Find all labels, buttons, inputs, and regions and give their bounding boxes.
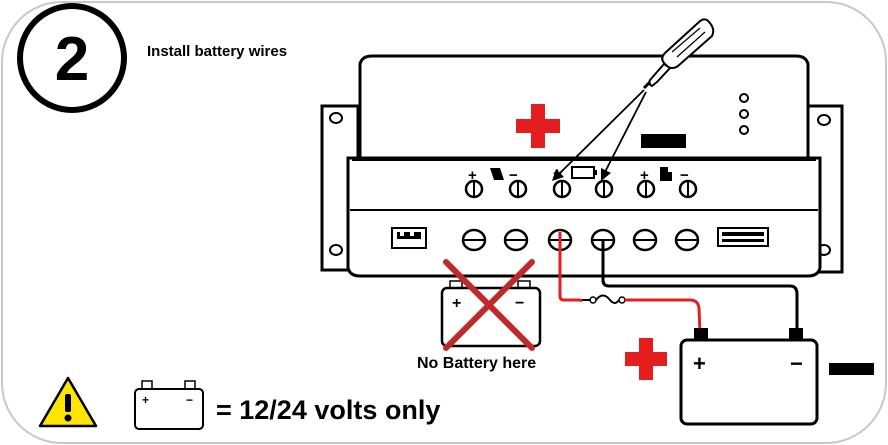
no-battery-label: No Battery here bbox=[417, 355, 536, 372]
battery-wires bbox=[558, 232, 799, 335]
battery-symbol-icon bbox=[571, 166, 595, 179]
screw-arrows bbox=[552, 89, 647, 181]
warning-triangle-icon bbox=[38, 376, 98, 428]
fuse-terminal-icon bbox=[589, 296, 597, 304]
left-port-icon bbox=[391, 227, 427, 249]
step-circle bbox=[17, 3, 127, 113]
step-title: Install battery wires bbox=[147, 43, 287, 60]
terminal-screws-top bbox=[464, 179, 698, 199]
battery-positive-plus-icon bbox=[625, 338, 667, 380]
screw-icon bbox=[464, 179, 484, 199]
load-plus-symbol: + bbox=[640, 167, 649, 184]
terminal-hole-icon bbox=[674, 228, 700, 252]
battery-minus-label: − bbox=[790, 351, 803, 376]
negative-minus-icon bbox=[641, 134, 686, 148]
note-battery-minus: − bbox=[186, 393, 193, 407]
battery-negative-minus-icon bbox=[829, 363, 874, 375]
connected-battery: + − bbox=[679, 328, 819, 426]
battery-note-icon: + − bbox=[134, 380, 204, 430]
positive-wire bbox=[558, 232, 583, 303]
usb-port-icon bbox=[717, 227, 769, 247]
solar-plus-symbol: + bbox=[468, 167, 477, 184]
battery-plus-label: + bbox=[693, 351, 706, 376]
prohibited-battery: + − bbox=[440, 259, 542, 351]
negative-wire bbox=[601, 240, 799, 334]
screwdriver-icon bbox=[642, 18, 715, 90]
positive-wire bbox=[625, 298, 702, 335]
note-battery-plus: + bbox=[142, 393, 149, 407]
screw-icon bbox=[552, 179, 572, 199]
fuse-icon bbox=[595, 294, 620, 304]
load-bulb-icon bbox=[660, 167, 672, 181]
screw-icon bbox=[678, 179, 698, 199]
screw-icon bbox=[508, 179, 528, 199]
mount-hole-icon bbox=[329, 112, 343, 124]
small-battery-minus: − bbox=[515, 295, 524, 312]
solar-panel-icon bbox=[490, 168, 504, 180]
positive-plus-icon bbox=[516, 104, 560, 148]
mount-hole-icon bbox=[329, 244, 343, 256]
led-indicator-icon bbox=[739, 109, 749, 119]
battery-body bbox=[679, 338, 819, 426]
load-minus-symbol: − bbox=[680, 167, 689, 184]
led-indicator-icon bbox=[739, 125, 749, 135]
cross-line-icon bbox=[443, 259, 535, 351]
small-battery-plus: + bbox=[452, 295, 461, 312]
solar-minus-symbol: − bbox=[509, 167, 518, 184]
fuse-terminal-icon bbox=[618, 296, 626, 304]
led-indicator-icon bbox=[739, 93, 749, 103]
mount-hole-icon bbox=[817, 114, 831, 126]
screw-icon bbox=[594, 179, 614, 199]
terminal-hole-icon bbox=[503, 228, 529, 252]
charge-controller: + − + − + − bbox=[320, 54, 844, 278]
step-badge: 2 bbox=[17, 3, 127, 113]
voltage-note: = 12/24 volts only bbox=[216, 395, 440, 425]
screw-icon bbox=[636, 179, 656, 199]
terminal-hole-icon bbox=[461, 228, 487, 252]
step-number: 2 bbox=[55, 25, 89, 94]
terminal-hole-icon bbox=[632, 228, 658, 252]
